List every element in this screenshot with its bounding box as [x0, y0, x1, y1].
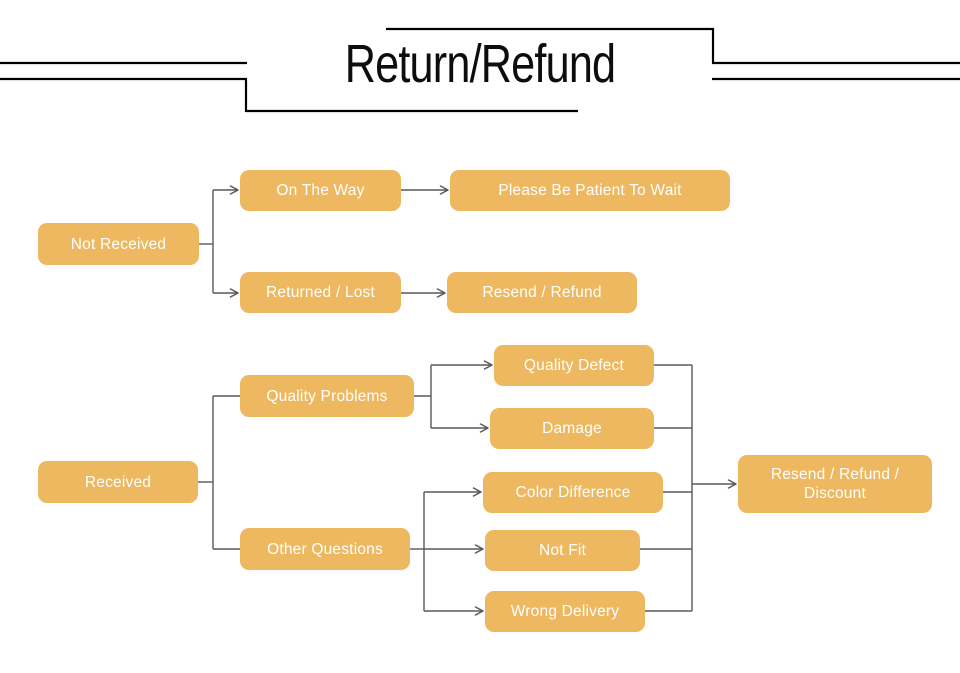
node-damage[interactable]: Damage — [490, 408, 654, 449]
node-quality-problems[interactable]: Quality Problems — [240, 375, 414, 417]
node-please-be-patient-to-wait[interactable]: Please Be Patient To Wait — [450, 170, 730, 211]
node-color-difference[interactable]: Color Difference — [483, 472, 663, 513]
node-returned-lost[interactable]: Returned / Lost — [240, 272, 401, 313]
node-received[interactable]: Received — [38, 461, 198, 503]
node-not-fit[interactable]: Not Fit — [485, 530, 640, 571]
node-resend-refund[interactable]: Resend / Refund — [447, 272, 637, 313]
page-title: Return/Refund — [344, 34, 616, 94]
node-wrong-delivery[interactable]: Wrong Delivery — [485, 591, 645, 632]
node-other-questions[interactable]: Other Questions — [240, 528, 410, 570]
node-not-received[interactable]: Not Received — [38, 223, 199, 265]
node-resend-refund-discount[interactable]: Resend / Refund / Discount — [738, 455, 932, 513]
node-quality-defect[interactable]: Quality Defect — [494, 345, 654, 386]
node-on-the-way[interactable]: On The Way — [240, 170, 401, 211]
